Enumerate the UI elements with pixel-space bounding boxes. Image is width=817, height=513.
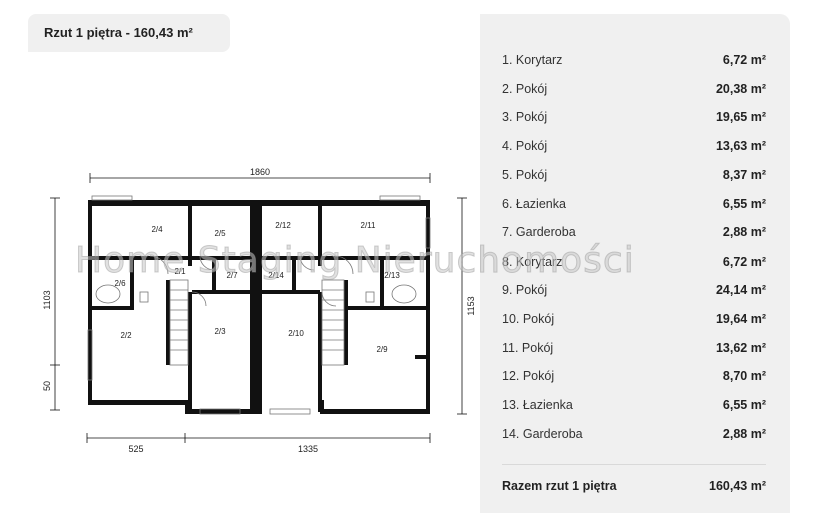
room-label: 2/4: [151, 225, 163, 234]
room-name: 11. Pokój: [502, 341, 554, 355]
room-name: 1. Korytarz: [502, 53, 563, 67]
room-area: 6,55 m²: [722, 398, 766, 412]
total-area: 160,43 m²: [709, 479, 766, 493]
room-row-1: 1. Korytarz 6,72 m²: [502, 50, 766, 70]
room-area: 2,88 m²: [722, 225, 766, 239]
room-area: 19,65 m²: [715, 110, 766, 124]
room-label: 2/1: [174, 267, 186, 276]
dim-left-small-label: 50: [42, 381, 52, 391]
room-area: 6,55 m²: [722, 197, 766, 211]
room-row-7: 7. Garderoba 2,88 m²: [502, 222, 766, 242]
room-name: 13. Łazienka: [502, 398, 573, 412]
room-area: 13,63 m²: [715, 139, 766, 153]
room-name: 12. Pokój: [502, 369, 555, 383]
room-name: 14. Garderoba: [502, 427, 583, 441]
room-label: 2/2: [120, 331, 132, 340]
room-area: 2,88 m²: [722, 427, 766, 441]
total-divider: [502, 464, 766, 465]
room-row-2: 2. Pokój 20,38 m²: [502, 79, 766, 99]
room-name: 4. Pokój: [502, 139, 548, 153]
room-area: 24,14 m²: [715, 283, 766, 297]
dim-left-total-label: 1103: [42, 290, 52, 309]
room-area: 19,64 m²: [715, 312, 766, 326]
room-label: 2/5: [214, 229, 226, 238]
watermark: Home Staging Nieruchomości: [75, 240, 635, 282]
room-name: 8. Korytarz: [502, 255, 563, 269]
total-label: Razem rzut 1 piętra: [502, 479, 617, 493]
room-row-6: 6. Łazienka 6,55 m²: [502, 194, 766, 214]
room-name: 5. Pokój: [502, 168, 548, 182]
room-row-5: 5. Pokój 8,37 m²: [502, 165, 766, 185]
room-label: 2/13: [384, 271, 400, 280]
dim-bottom-right-label: 1335: [298, 444, 318, 454]
room-row-11: 11. Pokój 13,62 m²: [502, 338, 766, 358]
room-name: 10. Pokój: [502, 312, 555, 326]
room-name: 6. Łazienka: [502, 197, 566, 211]
total-row: Razem rzut 1 piętra 160,43 m²: [502, 476, 766, 496]
room-name: 2. Pokój: [502, 82, 548, 96]
floor-plan-drawing: 1860 525 1335 1103 50 1153 2/4 2/5 2/12 …: [42, 167, 476, 454]
room-row-3: 3. Pokój 19,65 m²: [502, 107, 766, 127]
room-label: 2/11: [361, 221, 377, 230]
room-row-13: 13. Łazienka 6,55 m²: [502, 395, 766, 415]
room-area: 6,72 m²: [722, 53, 766, 67]
room-row-9: 9. Pokój 24,14 m²: [502, 280, 766, 300]
room-row-14: 14. Garderoba 2,88 m²: [502, 424, 766, 444]
room-row-8: 8. Korytarz 6,72 m²: [502, 252, 766, 272]
room-label: 2/7: [226, 271, 238, 280]
room-row-4: 4. Pokój 13,63 m²: [502, 136, 766, 156]
room-label: 2/9: [376, 345, 388, 354]
room-row-10: 10. Pokój 19,64 m²: [502, 309, 766, 329]
room-label: 2/3: [214, 327, 226, 336]
room-area: 20,38 m²: [715, 82, 766, 96]
room-area: 6,72 m²: [722, 255, 766, 269]
room-label: 2/6: [114, 279, 126, 288]
room-area: 8,37 m²: [722, 168, 766, 182]
plan-title-tab[interactable]: Rzut 1 piętra - 160,43 m²: [28, 14, 230, 52]
dim-bottom-left-label: 525: [128, 444, 143, 454]
room-label: 2/14: [268, 271, 284, 280]
room-area: 8,70 m²: [722, 369, 766, 383]
room-name: 9. Pokój: [502, 283, 548, 297]
room-row-12: 12. Pokój 8,70 m²: [502, 366, 766, 386]
room-name: 3. Pokój: [502, 110, 548, 124]
dim-right-total-label: 1153: [466, 296, 476, 315]
room-list-panel: [480, 14, 790, 513]
room-area: 13,62 m²: [715, 341, 766, 355]
room-label: 2/12: [275, 221, 291, 230]
room-name: 7. Garderoba: [502, 225, 576, 239]
dim-top-label: 1860: [250, 167, 270, 177]
room-label: 2/10: [288, 329, 304, 338]
